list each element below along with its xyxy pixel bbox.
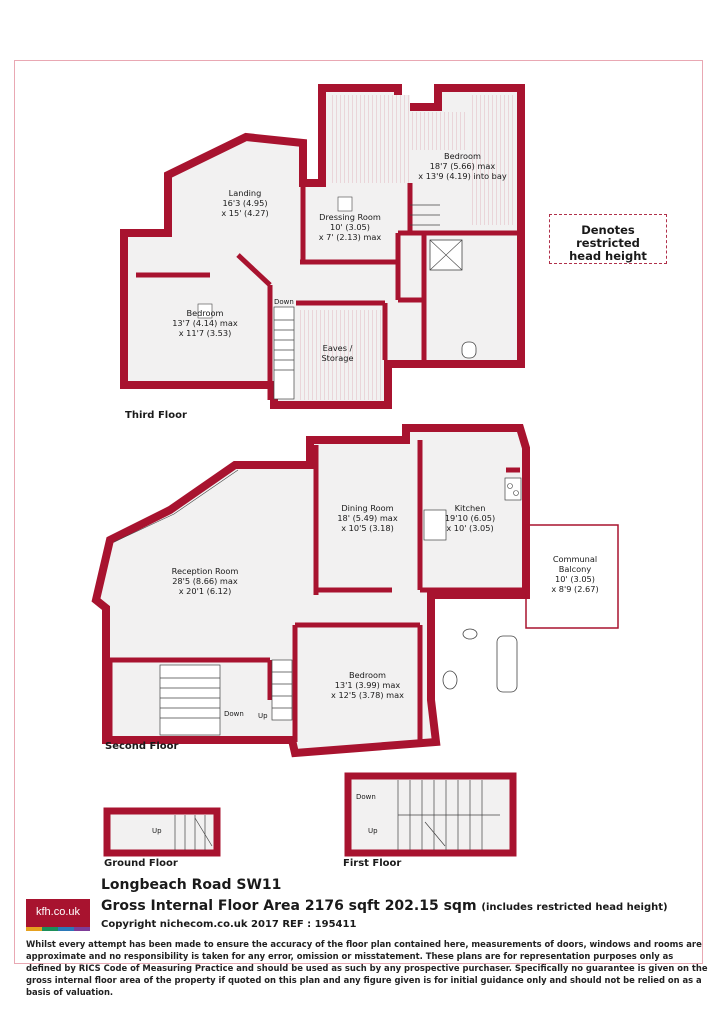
bedroom-second-dims: 13'1 (3.99) max x 12'5 (3.78) max bbox=[331, 680, 404, 700]
copyright: Copyright nichecom.co.uk 2017 REF : 1954… bbox=[101, 919, 357, 930]
bedroom-top-dims: 18'7 (5.66) max x 13'9 (4.19) into bay bbox=[418, 161, 507, 181]
floor-area-note: (includes restricted head height) bbox=[481, 902, 668, 913]
landing-dims: 16'3 (4.95) x 15' (4.27) bbox=[221, 198, 269, 218]
third-stairs-down-label: Down bbox=[274, 298, 294, 306]
kfh-logo: kfh.co.uk bbox=[26, 899, 90, 931]
plan-frame bbox=[14, 60, 703, 964]
first-floor-plan bbox=[344, 772, 517, 857]
reception-room-dims: 28'5 (8.66) max x 20'1 (6.12) bbox=[172, 576, 238, 596]
ground-stairs-up-label: Up bbox=[152, 827, 162, 835]
logo-bar bbox=[58, 927, 74, 931]
restricted-head-height-legend bbox=[549, 214, 667, 264]
first-stairs-up-label: Up bbox=[368, 827, 378, 835]
landing-label: Landing 16'3 (4.95) x 15' (4.27) bbox=[221, 188, 269, 218]
first-floor-label: First Floor bbox=[343, 858, 402, 869]
property-address: Longbeach Road SW11 bbox=[101, 877, 282, 893]
eaves-storage-label: Eaves / Storage bbox=[321, 343, 354, 363]
ground-floor-label: Ground Floor bbox=[104, 858, 178, 869]
kitchen-label: Kitchen 19'10 (6.05) x 10' (3.05) bbox=[444, 503, 496, 533]
third-floor-label: Third Floor bbox=[125, 410, 187, 421]
dining-room-label: Dining Room 18' (5.49) max x 10'5 (3.18) bbox=[337, 503, 398, 533]
bedroom-third-label: Bedroom 13'7 (4.14) max x 11'7 (3.53) bbox=[172, 308, 238, 338]
dressing-room-dims: 10' (3.05) x 7' (2.13) max bbox=[318, 222, 382, 242]
third-floor-plan bbox=[120, 84, 525, 409]
logo-bar bbox=[42, 927, 58, 931]
disclaimer: Whilst every attempt has been made to en… bbox=[26, 939, 708, 997]
first-stairs-down-label: Down bbox=[356, 793, 376, 801]
floor-area: Gross Internal Floor Area 2176 sqft 202.… bbox=[101, 898, 668, 914]
second-stairs-up-label: Up bbox=[258, 712, 268, 720]
logo-bar bbox=[26, 927, 42, 931]
restricted-area bbox=[470, 95, 516, 225]
bedroom-top-label: Bedroom 18'7 (5.66) max x 13'9 (4.19) in… bbox=[418, 151, 507, 181]
floor-area-value: Gross Internal Floor Area 2176 sqft 202.… bbox=[101, 898, 477, 914]
bedroom-second-label: Bedroom 13'1 (3.99) max x 12'5 (3.78) ma… bbox=[331, 670, 404, 700]
ground-floor-plan bbox=[103, 807, 221, 857]
restricted-area bbox=[410, 112, 466, 150]
restricted-area bbox=[332, 95, 410, 183]
dining-room-dims: 18' (5.49) max x 10'5 (3.18) bbox=[337, 513, 398, 533]
communal-balcony-label: Communal Balcony 10' (3.05) x 8'9 (2.67) bbox=[551, 554, 599, 594]
restricted-area bbox=[300, 310, 384, 400]
dressing-room-label: Dressing Room 10' (3.05) x 7' (2.13) max bbox=[318, 212, 382, 242]
logo-bar bbox=[74, 927, 90, 931]
reception-room-label: Reception Room 28'5 (8.66) max x 20'1 (6… bbox=[171, 566, 239, 596]
legend-text: Denotes restricted head height bbox=[569, 223, 647, 263]
communal-balcony-dims: 10' (3.05) x 8'9 (2.67) bbox=[551, 574, 599, 594]
second-floor-label: Second Floor bbox=[105, 741, 179, 752]
bedroom-third-dims: 13'7 (4.14) max x 11'7 (3.53) bbox=[172, 318, 238, 338]
second-floor-plan bbox=[91, 424, 619, 758]
kitchen-dims: 19'10 (6.05) x 10' (3.05) bbox=[444, 513, 496, 533]
logo-text: kfh.co.uk bbox=[35, 906, 81, 918]
second-stairs-down-label: Down bbox=[224, 710, 244, 718]
